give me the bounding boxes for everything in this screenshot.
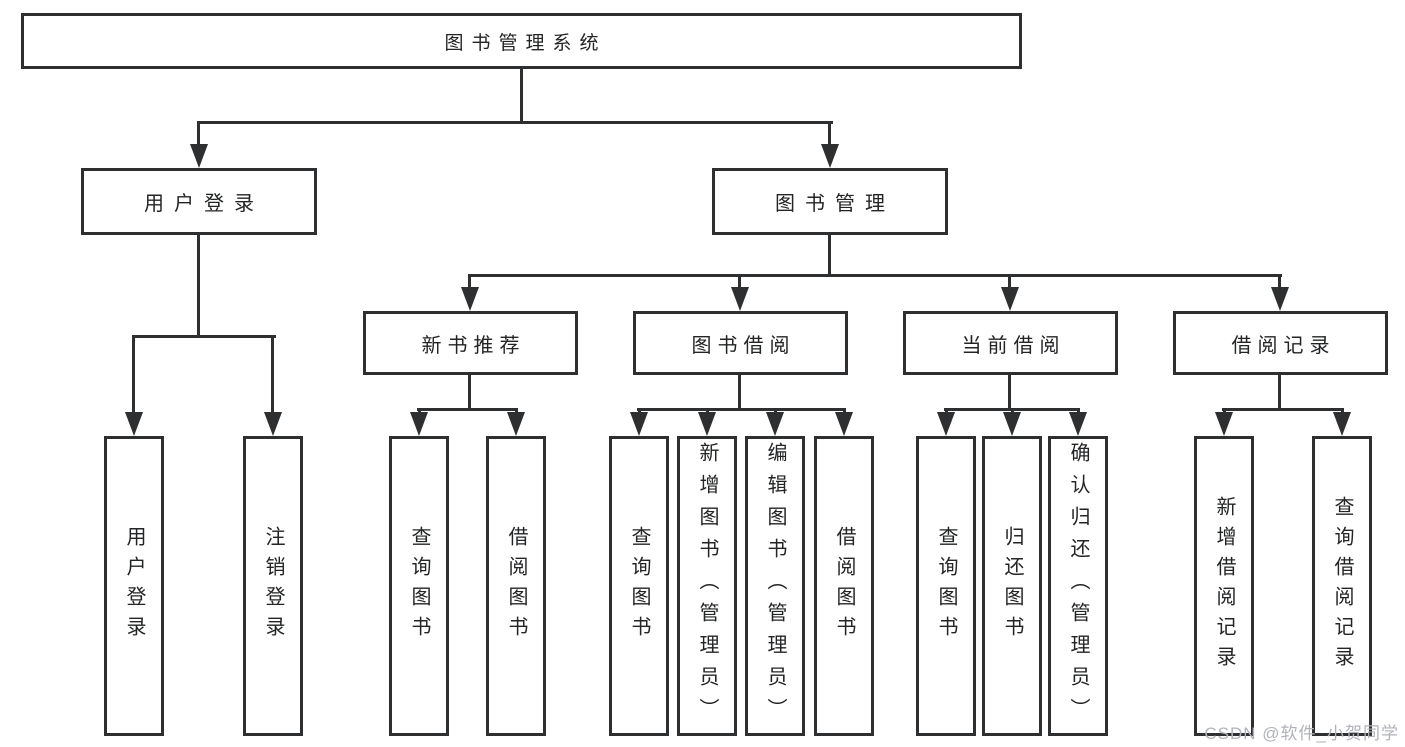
leaf-add-borrow-record: 新增借阅记录	[1194, 436, 1254, 736]
connector-line	[468, 277, 471, 289]
node-borrow-records: 借阅记录	[1173, 311, 1388, 375]
arrowhead-down-icon	[835, 412, 853, 436]
node-new-book-recommend: 新书推荐	[363, 311, 578, 375]
leaf-query-book-current: 查询图书	[916, 436, 976, 736]
connector-line	[132, 338, 135, 414]
connector-line	[828, 124, 831, 148]
arrowhead-down-icon	[264, 412, 282, 436]
connector-line	[417, 408, 518, 411]
connector-line	[271, 338, 274, 414]
arrowhead-down-icon	[937, 412, 955, 436]
node-new-book-recommend-label: 新书推荐	[421, 334, 526, 357]
leaf-borrow-book-recommend: 借阅图书	[486, 436, 546, 736]
node-user-login-label: 用户登录	[144, 193, 264, 215]
connector-line	[132, 335, 276, 338]
arrowhead-down-icon	[1333, 412, 1351, 436]
node-current-borrow-label: 当前借阅	[961, 334, 1066, 357]
leaf-query-borrow-record: 查询借阅记录	[1312, 436, 1372, 736]
connector-line	[468, 274, 1282, 277]
leaf-confirm-return-admin: 确认归还（管理员）	[1048, 436, 1108, 736]
arrowhead-down-icon	[190, 144, 208, 168]
leaf-logout: 注销登录	[243, 436, 303, 736]
node-current-borrow: 当前借阅	[903, 311, 1118, 375]
leaf-query-book-borrow: 查询图书	[609, 436, 669, 736]
arrowhead-down-icon	[125, 412, 143, 436]
arrowhead-down-icon	[461, 287, 479, 311]
arrowhead-down-icon	[1001, 287, 1019, 311]
leaf-return-book-label: 归还图书	[1001, 526, 1023, 646]
connector-line	[1278, 375, 1281, 411]
node-book-borrow-label: 图书借阅	[691, 334, 796, 357]
node-root: 图书管理系统	[21, 13, 1022, 69]
leaf-edit-book-admin-label: 编辑图书（管理员）	[764, 442, 786, 730]
connector-line	[1008, 375, 1011, 411]
connector-line	[738, 375, 741, 411]
arrowhead-down-icon	[1069, 412, 1087, 436]
leaf-borrow-book: 借阅图书	[814, 436, 874, 736]
connector-line	[468, 375, 471, 411]
arrowhead-down-icon	[1271, 287, 1289, 311]
leaf-add-book-admin-label: 新增图书（管理员）	[696, 442, 718, 730]
arrowhead-down-icon	[410, 412, 428, 436]
connector-line	[637, 408, 846, 411]
connector-line	[1278, 277, 1281, 289]
leaf-borrow-book-recommend-label: 借阅图书	[505, 526, 527, 646]
arrowhead-down-icon	[507, 412, 525, 436]
arrowhead-down-icon	[1215, 412, 1233, 436]
node-root-label: 图书管理系统	[444, 32, 607, 54]
connector-line	[1008, 277, 1011, 289]
arrowhead-down-icon	[766, 412, 784, 436]
leaf-query-book-recommend: 查询图书	[389, 436, 449, 736]
arrowhead-down-icon	[821, 144, 839, 168]
leaf-confirm-return-admin-label: 确认归还（管理员）	[1067, 442, 1089, 730]
leaf-user-login: 用户登录	[104, 436, 164, 736]
leaf-query-book-current-label: 查询图书	[935, 526, 957, 646]
leaf-query-book-recommend-label: 查询图书	[408, 526, 430, 646]
node-book-management-label: 图书管理	[775, 193, 895, 215]
connector-line	[828, 235, 831, 277]
arrowhead-down-icon	[731, 287, 749, 311]
leaf-query-book-borrow-label: 查询图书	[628, 526, 650, 646]
leaf-user-login-label: 用户登录	[123, 526, 145, 646]
arrowhead-down-icon	[630, 412, 648, 436]
connector-line	[197, 235, 200, 338]
connector-line	[738, 277, 741, 289]
leaf-edit-book-admin: 编辑图书（管理员）	[745, 436, 805, 736]
leaf-add-book-admin: 新增图书（管理员）	[677, 436, 737, 736]
connector-line	[197, 121, 833, 124]
arrowhead-down-icon	[698, 412, 716, 436]
connector-line	[520, 69, 523, 124]
connector-line	[1222, 408, 1344, 411]
node-borrow-records-label: 借阅记录	[1231, 334, 1336, 357]
leaf-return-book: 归还图书	[982, 436, 1042, 736]
node-book-management: 图书管理	[712, 168, 948, 235]
leaf-borrow-book-label: 借阅图书	[833, 526, 855, 646]
leaf-logout-label: 注销登录	[262, 526, 284, 646]
node-user-login: 用户登录	[81, 168, 317, 235]
csdn-watermark: CSDN @软件_小贺同学	[1204, 724, 1399, 743]
arrowhead-down-icon	[1003, 412, 1021, 436]
connector-line	[197, 124, 200, 148]
leaf-query-borrow-record-label: 查询借阅记录	[1331, 496, 1353, 676]
node-book-borrow: 图书借阅	[633, 311, 848, 375]
leaf-add-borrow-record-label: 新增借阅记录	[1213, 496, 1235, 676]
